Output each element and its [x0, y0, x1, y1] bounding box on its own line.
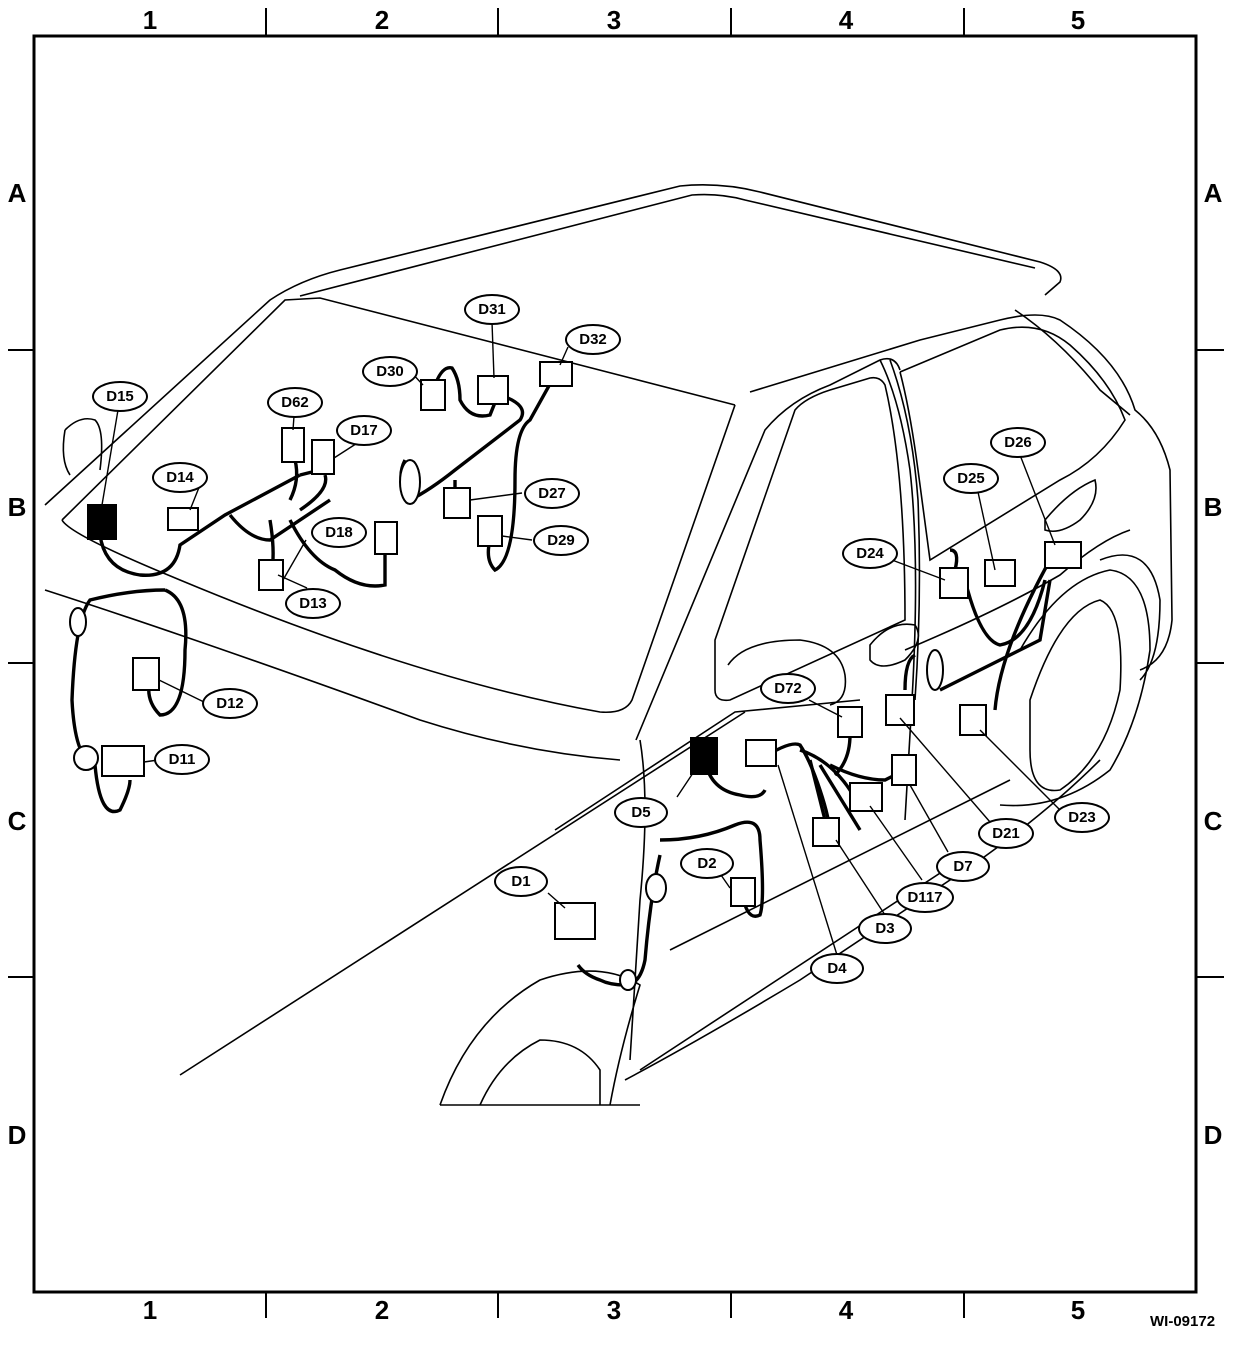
callout-d23: D23 [1054, 802, 1110, 833]
grid-row-a-right: A [1203, 178, 1223, 208]
callout-d5: D5 [614, 797, 668, 828]
callout-d31: D31 [464, 294, 520, 325]
callout-d32: D32 [565, 324, 621, 355]
callout-d13: D13 [285, 588, 341, 619]
grid-column-2-bottom: 2 [374, 1295, 390, 1325]
grid-ticks [8, 8, 1224, 1318]
callout-d26: D26 [990, 427, 1046, 458]
grid-row-a-left: A [7, 178, 27, 208]
grid-column-1-bottom: 1 [142, 1295, 158, 1325]
grid-column-5-bottom: 5 [1070, 1295, 1086, 1325]
callout-d18: D18 [311, 517, 367, 548]
callout-d11: D11 [154, 744, 210, 775]
grid-row-b-left: B [7, 492, 27, 522]
callout-d15: D15 [92, 381, 148, 412]
grid-row-d-left: D [7, 1120, 27, 1150]
callout-d21: D21 [978, 818, 1034, 849]
leader-lines [101, 321, 1061, 956]
grid-column-1-top: 1 [142, 5, 158, 35]
grid-column-2-top: 2 [374, 5, 390, 35]
callout-d25: D25 [943, 463, 999, 494]
grid-column-4-bottom: 4 [838, 1295, 854, 1325]
grid-column-5-top: 5 [1070, 5, 1086, 35]
callout-d4: D4 [810, 953, 864, 984]
grid-column-3-bottom: 3 [606, 1295, 622, 1325]
callout-d2: D2 [680, 848, 734, 879]
callout-d30: D30 [362, 356, 418, 387]
harness-wires [70, 366, 1060, 987]
callout-d117: D117 [896, 882, 954, 913]
grid-column-3-top: 3 [606, 5, 622, 35]
drawing-id: WI-09172 [1150, 1313, 1216, 1330]
callout-d24: D24 [842, 538, 898, 569]
grid-row-d-right: D [1203, 1120, 1223, 1150]
grid-column-4-top: 4 [838, 5, 854, 35]
diagram-frame [32, 34, 1198, 1294]
car-outline [44, 184, 1173, 1106]
callout-d29: D29 [533, 525, 589, 556]
grid-row-c-left: C [7, 806, 27, 836]
callout-d27: D27 [524, 478, 580, 509]
connector-blocks [87, 361, 1082, 940]
callout-d1: D1 [494, 866, 548, 897]
grid-row-c-right: C [1203, 806, 1223, 836]
callout-d72: D72 [760, 673, 816, 704]
callout-d14: D14 [152, 462, 208, 493]
callout-d17: D17 [336, 415, 392, 446]
callout-d7: D7 [936, 851, 990, 882]
grid-row-b-right: B [1203, 492, 1223, 522]
callout-d12: D12 [202, 688, 258, 719]
grommets [69, 459, 944, 991]
callout-d62: D62 [267, 387, 323, 418]
callout-d3: D3 [858, 913, 912, 944]
